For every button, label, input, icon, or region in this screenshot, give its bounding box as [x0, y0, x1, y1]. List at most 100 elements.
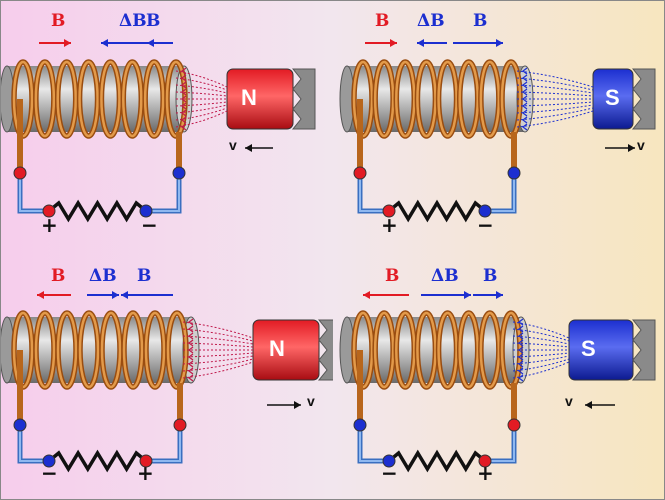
field-line-arrow: [518, 332, 524, 340]
magnet-pole-label: S: [605, 85, 620, 110]
circuit-wire-highlight: [19, 425, 181, 462]
field-line: [516, 107, 594, 121]
coil-terminal-left: [353, 166, 367, 180]
field-line: [175, 104, 228, 114]
field-line-arrow: [522, 109, 528, 117]
circuit-wire-highlight: [359, 425, 515, 462]
field-line: [182, 321, 254, 339]
field-line-arrow: [518, 367, 524, 375]
field-line-arrow: [181, 95, 187, 103]
label-delta-b: ΔB: [89, 266, 117, 286]
coil-terminal-right: [507, 418, 521, 432]
label-delta-b: ΔB: [119, 11, 147, 31]
right-terminal-sign: +: [137, 461, 154, 485]
field-line-arrow: [522, 67, 528, 75]
field-line: [175, 107, 228, 121]
resistor-terminal-right: [139, 454, 153, 468]
field-line-arrow: [188, 332, 194, 340]
panel-layer: [339, 39, 656, 223]
panel-graphic: [339, 291, 656, 473]
coil-turn-highlight: [34, 60, 56, 138]
coil-turn-highlight: [395, 311, 416, 389]
resistor-terminal-left: [42, 454, 56, 468]
coil-turn-highlight: [416, 60, 437, 138]
resistor-terminal-left: [382, 454, 396, 468]
right-terminal-sign: −: [477, 213, 494, 237]
magnet-pole-label: S: [581, 336, 596, 361]
coil-turn-highlight: [144, 311, 166, 389]
coil-terminal-right: [507, 166, 521, 180]
velocity-arrow-head: [245, 144, 252, 152]
coil-terminal-left: [13, 166, 27, 180]
coil-turn-highlight: [56, 60, 77, 138]
panel-n-receding: B ΔB B N v − +: [1, 250, 333, 499]
left-terminal-sign: +: [381, 213, 398, 237]
left-terminal-sign: −: [381, 461, 398, 485]
resistor-terminal-right: [139, 204, 153, 218]
coil-turn-highlight: [437, 60, 458, 138]
panel-n-approaching: B ΔB B N v + −: [1, 1, 333, 250]
field-line-arrow: [522, 88, 528, 96]
field-line-arrow: [188, 360, 194, 368]
magnet: [568, 319, 634, 381]
panel-layer: [1, 39, 316, 223]
coil-turn-highlight: [437, 311, 458, 389]
magnet-cut-end: [291, 68, 316, 130]
coil-terminal-right: [173, 418, 187, 432]
circuit-wire-highlight: [359, 173, 515, 212]
magnet-cut-end: [631, 68, 656, 130]
velocity-arrow-head: [628, 144, 635, 152]
field-line: [175, 101, 228, 107]
field-line-arrow: [181, 109, 187, 117]
field-line: [516, 77, 594, 91]
field-line-arrow: [188, 353, 194, 361]
resistor: [387, 449, 487, 473]
panel-s-approaching: B ΔB B S v − +: [333, 250, 664, 499]
field-line: [512, 328, 570, 342]
field-line: [182, 328, 254, 342]
arrow-head: [121, 291, 128, 299]
magnet-cut-end: [631, 319, 656, 381]
field-line-arrow: [188, 339, 194, 347]
field-line: [512, 358, 570, 372]
field-line-arrow: [188, 374, 194, 382]
velocity-label: v: [565, 393, 573, 409]
field-line-arrow: [518, 360, 524, 368]
field-line: [512, 335, 570, 345]
field-line-arrow: [518, 353, 524, 361]
label-b-induced: B: [385, 266, 400, 286]
field-line-arrow: [522, 74, 528, 82]
resistor-terminal-right: [478, 204, 492, 218]
magnet-cut-end: [317, 319, 333, 381]
field-line: [175, 70, 228, 88]
field-line: [512, 361, 570, 379]
panel-graphic: [1, 39, 316, 223]
velocity-label: v: [307, 393, 315, 409]
coil-turn-highlight: [100, 311, 122, 389]
field-line-arrow: [188, 367, 194, 375]
panel-layer: [339, 291, 656, 473]
panel-s-receding: B ΔB B S v + −: [333, 1, 664, 250]
field-line: [175, 91, 228, 97]
label-b-induced: B: [51, 11, 66, 31]
arrow-head: [64, 39, 71, 47]
field-line: [516, 84, 594, 94]
field-line-arrow: [522, 123, 528, 131]
field-line-arrow: [188, 318, 194, 326]
label-b-magnet: B: [483, 266, 498, 286]
label-delta-b: ΔB: [431, 266, 459, 286]
label-b-induced: B: [51, 266, 66, 286]
right-terminal-sign: −: [141, 213, 158, 237]
velocity-label: v: [637, 137, 645, 153]
resistor-terminal-left: [42, 204, 56, 218]
field-line-arrow: [518, 318, 524, 326]
coil-turn-highlight: [78, 60, 99, 138]
field-line-arrow: [518, 346, 524, 354]
magnet: [252, 319, 320, 381]
resistor: [387, 199, 487, 223]
label-b-magnet: B: [473, 11, 488, 31]
field-line: [175, 110, 228, 128]
velocity-arrow-head: [585, 401, 592, 409]
field-line-arrow: [522, 116, 528, 124]
magnet: [592, 68, 634, 130]
